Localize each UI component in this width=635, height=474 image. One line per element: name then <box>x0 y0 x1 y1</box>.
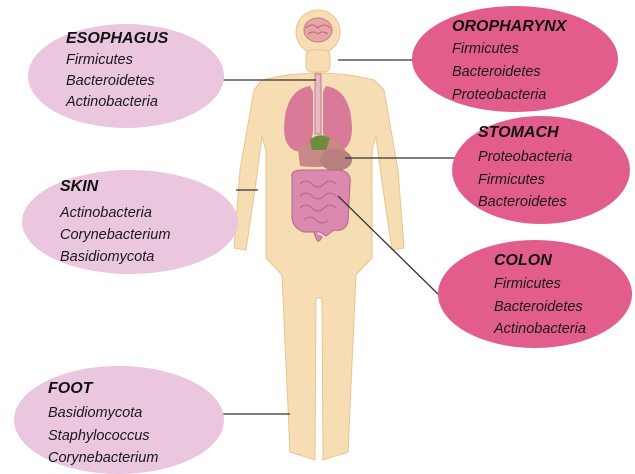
stomach-microbe-3: Bacteroidetes <box>478 193 567 211</box>
colon-microbe-2: Bacteroidetes <box>494 298 583 316</box>
stomach-microbe-2: Firmicutes <box>478 171 545 189</box>
skin-microbe-3: Basidiomycota <box>60 248 154 266</box>
colon-title: COLON <box>494 252 552 270</box>
stomach-microbe-1: Proteobacteria <box>478 148 572 166</box>
foot-microbe-2: Staphylococcus <box>48 427 150 445</box>
foot-title: FOOT <box>48 380 92 398</box>
esophagus-microbe-3: Actinobacteria <box>66 93 158 111</box>
esophagus-tube-icon <box>315 74 321 134</box>
skin-microbe-1: Actinobacteria <box>60 204 152 222</box>
stomach-title: STOMACH <box>478 124 559 142</box>
oropharynx-microbe-3: Proteobacteria <box>452 86 546 104</box>
esophagus-microbe-2: Bacteroidetes <box>66 72 155 90</box>
colon-microbe-3: Actinobacteria <box>494 320 586 338</box>
skin-title: SKIN <box>60 178 98 196</box>
brain-icon <box>304 18 332 42</box>
esophagus-title: ESOPHAGUS <box>66 30 168 48</box>
foot-microbe-3: Corynebacterium <box>48 449 158 467</box>
skin-microbe-2: Corynebacterium <box>60 226 170 244</box>
oropharynx-microbe-2: Bacteroidetes <box>452 63 541 81</box>
oropharynx-microbe-1: Firmicutes <box>452 40 519 58</box>
colon-microbe-1: Firmicutes <box>494 275 561 293</box>
foot-microbe-1: Basidiomycota <box>48 404 142 422</box>
esophagus-microbe-1: Firmicutes <box>66 51 133 69</box>
oropharynx-title: OROPHARYNX <box>452 18 566 36</box>
